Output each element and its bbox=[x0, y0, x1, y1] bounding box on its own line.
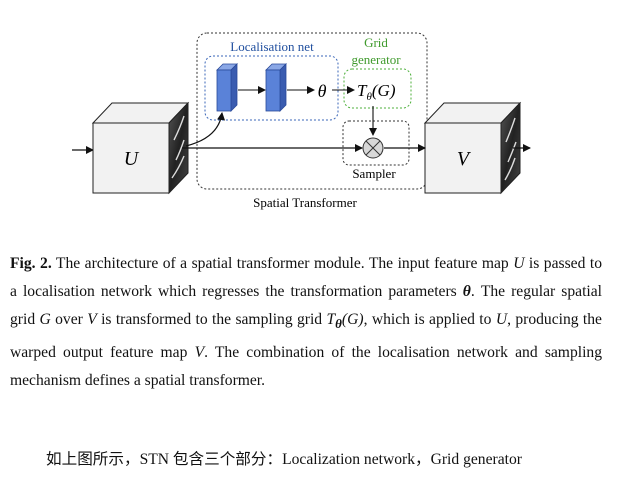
transform-label: Tθ(G) bbox=[357, 81, 396, 103]
cube-v-label: V bbox=[457, 148, 472, 170]
output-feature-map-cube bbox=[423, 101, 522, 195]
math-t-subscript: θ bbox=[335, 316, 342, 332]
grid-generator-box bbox=[343, 68, 412, 109]
spatial-transformer-box bbox=[196, 32, 428, 190]
caption-text: . The regular spatial grid bbox=[10, 283, 603, 329]
spatial-transformer-label: Spatial Transformer bbox=[253, 195, 357, 210]
stn-architecture-figure: U V θ Tθ(G) bbox=[0, 0, 627, 225]
localisation-net-box bbox=[204, 55, 339, 121]
caption-text: is passed to a localisation network whic… bbox=[10, 255, 602, 301]
caption-text: is transformed to the sampling grid bbox=[96, 311, 327, 329]
stn-diagram: U V θ Tθ(G) bbox=[72, 32, 531, 210]
localisation-layer-2 bbox=[265, 63, 287, 112]
u-to-localisation-curve bbox=[185, 112, 226, 147]
caption-text: over bbox=[50, 311, 88, 329]
math-u: U bbox=[495, 311, 508, 329]
math-t: T bbox=[326, 311, 336, 329]
localisation-net-label: Localisation net bbox=[230, 39, 314, 54]
localisation-layer-1 bbox=[216, 63, 238, 112]
sampler-symbol bbox=[362, 137, 384, 159]
caption-text: . The combination of the localisation ne… bbox=[10, 343, 602, 389]
chinese-note: 如上图所示，STN 包含三个部分：Localization network，Gr… bbox=[46, 451, 522, 468]
cube-u-label: U bbox=[124, 148, 140, 170]
math-g: G bbox=[39, 311, 51, 329]
math-v: V bbox=[194, 343, 205, 361]
figure-caption: Fig. 2. The architecture of a spatial tr… bbox=[10, 250, 602, 395]
caption-text: The architecture of a spatial transforme… bbox=[51, 255, 514, 272]
caption-text: , which is applied to bbox=[363, 311, 496, 329]
grid-generator-label-line1: Grid bbox=[364, 35, 388, 50]
figure-number: Fig. 2. bbox=[10, 255, 52, 272]
sampler-label: Sampler bbox=[352, 166, 396, 181]
theta-label: θ bbox=[318, 81, 327, 101]
input-feature-map-cube bbox=[91, 101, 190, 195]
caption-text: , producing the warped output feature ma… bbox=[10, 311, 602, 361]
math-theta: θ bbox=[462, 283, 471, 301]
math-u: U bbox=[513, 255, 525, 272]
math-v: V bbox=[87, 311, 97, 329]
math-t-arg: (G) bbox=[341, 311, 364, 329]
grid-generator-label-line2: generator bbox=[351, 52, 401, 67]
